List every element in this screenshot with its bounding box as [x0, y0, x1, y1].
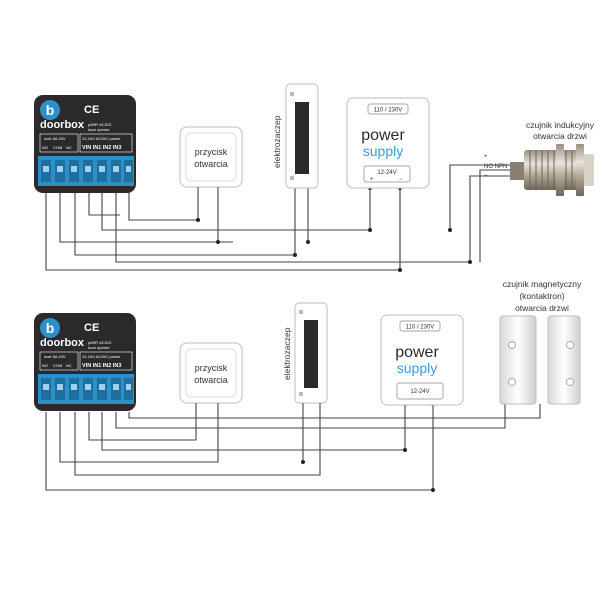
psu-word-power: power	[395, 344, 439, 361]
terminal-nc: NC	[66, 363, 72, 368]
psu-word-power: power	[361, 127, 405, 144]
bottom-magnetic-sensor: czujnik magnetyczny (kontaktron) otwarci…	[499, 279, 582, 405]
model-line1: µWiFi AC/DC	[88, 340, 112, 345]
psu-output: 12-24V	[410, 389, 429, 395]
bottom-button-box: przycisk otwarcia	[179, 342, 243, 404]
input-terminals: VIN IN1 IN2 IN3	[82, 363, 121, 369]
psu-input: 110 / 230V	[374, 108, 403, 114]
psu-plus: +	[370, 177, 374, 183]
button-label-line1: przycisk	[195, 363, 228, 373]
model-line2: door opener	[88, 127, 110, 132]
ce-mark: CE	[84, 322, 99, 334]
top-button-box: przycisk otwarcia	[179, 126, 243, 188]
top-junctions	[196, 184, 472, 272]
bottom-doorbox-module: b CE doorbox µWiFi AC/DC door opener max…	[34, 313, 136, 411]
top-electric-strike: elektrozaczep	[272, 83, 319, 189]
lock-label: elektrozaczep	[282, 327, 292, 380]
sensor-title-line2: otwarcia drzwi	[533, 131, 587, 141]
psu-output: 12-24V	[377, 170, 396, 176]
terminal-com: COM	[53, 363, 62, 368]
terminal-com: COM	[53, 145, 62, 150]
sensor-title-line2: (kontaktron)	[519, 291, 565, 301]
logo-icon	[40, 318, 60, 338]
bottom-electric-strike: elektrozaczep	[282, 302, 328, 404]
brand-name: doorbox	[40, 337, 85, 349]
ce-mark: CE	[84, 104, 99, 116]
psu-input: 110 / 230V	[406, 325, 435, 331]
terminal-no: NO	[42, 363, 48, 368]
psu-minus: −	[399, 177, 403, 183]
brand-name: doorbox	[40, 119, 85, 131]
relay-rating: max 5A 24V	[44, 136, 66, 141]
sensor-title-line1: czujnik indukcyjny	[526, 120, 595, 130]
sensor-plus: +	[484, 154, 488, 160]
top-inductive-sensor: czujnik indukcyjny otwarcia drzwi + NO N…	[484, 120, 595, 196]
bottom-junctions	[194, 400, 435, 492]
bottom-wires	[45, 402, 541, 491]
sensor-no-npn: NO NPN	[484, 164, 507, 170]
power-note: 12-24V AC/DC power	[82, 354, 121, 359]
logo-letter: b	[46, 102, 55, 118]
logo-letter: b	[46, 320, 55, 336]
logo-icon	[40, 100, 60, 120]
psu-word-supply: supply	[363, 143, 403, 159]
button-label-line2: otwarcia	[194, 159, 228, 169]
model-line2: door opener	[88, 345, 110, 350]
sensor-minus: −	[484, 173, 488, 179]
sensor-title-line3: otwarcia drzwi	[515, 303, 569, 313]
power-note: 12-24V AC/DC power	[82, 136, 121, 141]
button-label-line1: przycisk	[195, 147, 228, 157]
top-power-supply: 110 / 230V power supply 12-24V + −	[346, 97, 430, 189]
psu-word-supply: supply	[397, 360, 437, 376]
terminal-nc: NC	[66, 145, 72, 150]
top-doorbox-module: b CE doorbox µWiFi AC/DC door opener max…	[34, 95, 136, 193]
model-line1: µWiFi AC/DC	[88, 122, 112, 127]
input-terminals: VIN IN1 IN2 IN3	[82, 145, 121, 151]
bottom-diagram: b CE doorbox µWiFi AC/DC door opener max…	[34, 279, 582, 492]
sensor-title-line1: czujnik magnetyczny	[503, 279, 582, 289]
terminal-no: NO	[42, 145, 48, 150]
bottom-power-supply: 110 / 230V power supply 12-24V	[380, 314, 464, 406]
lock-label: elektrozaczep	[272, 115, 282, 168]
top-diagram: b CE doorbox µWiFi AC/DC door opener max…	[34, 83, 595, 272]
button-label-line2: otwarcia	[194, 375, 228, 385]
relay-rating: max 5A 24V	[44, 354, 66, 359]
